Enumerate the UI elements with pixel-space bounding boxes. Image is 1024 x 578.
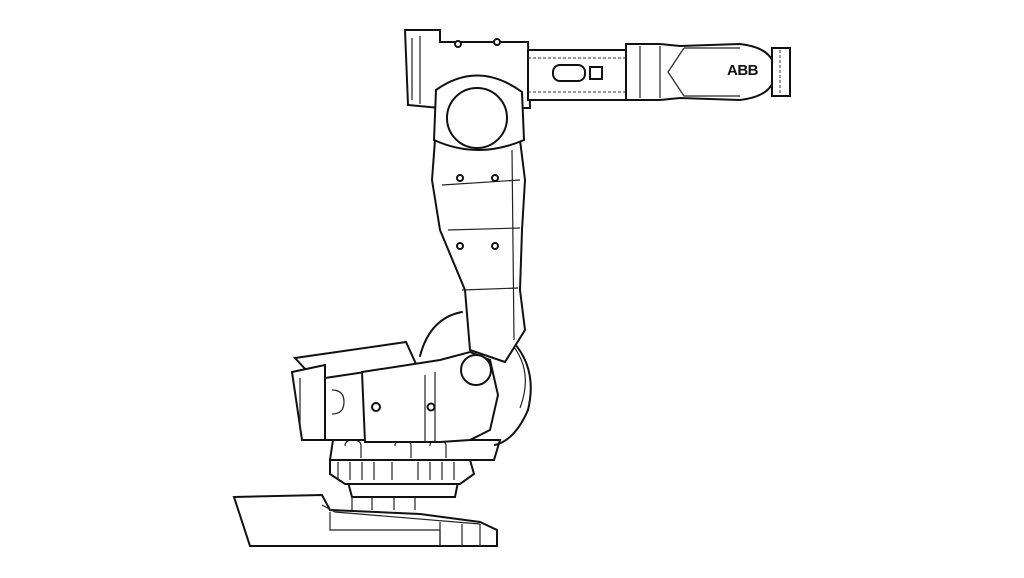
wrist bbox=[625, 42, 791, 102]
base-ring bbox=[328, 439, 502, 485]
axis2-housing bbox=[360, 350, 500, 443]
lower-arm bbox=[430, 139, 527, 364]
robot-base bbox=[232, 481, 498, 547]
axis3-housing bbox=[403, 29, 532, 151]
abb-logo: ABB bbox=[727, 62, 759, 79]
axis2-motor bbox=[290, 340, 418, 441]
forearm bbox=[527, 49, 627, 101]
